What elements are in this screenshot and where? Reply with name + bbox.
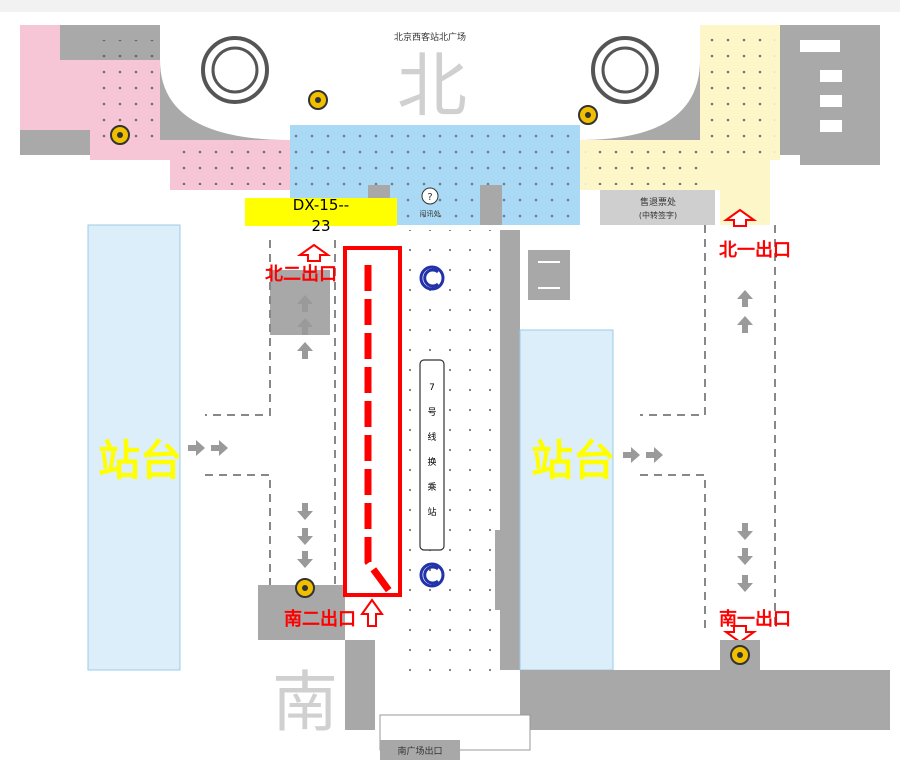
exit-south-two-label: 南二出口	[284, 608, 356, 630]
east-window-4	[820, 120, 842, 132]
ad-code: DX-15--	[293, 196, 349, 214]
top-plaza-label: 北京西客站北广场	[394, 31, 466, 43]
south-east-building	[520, 670, 890, 730]
inquiry-mark: ?	[427, 192, 432, 203]
south-plaza-exit-label: 南广场出口	[397, 745, 442, 757]
service-pin-icon	[578, 105, 598, 125]
ticket-office-label: 售退票处	[640, 196, 676, 208]
metro-char-3: 换	[427, 456, 436, 468]
exit-north-two-label: 北二出口	[265, 263, 337, 285]
top-strip	[0, 0, 900, 12]
east-block	[528, 250, 570, 300]
exit-north-two-arrow	[296, 243, 332, 262]
metro-transfer-box	[419, 359, 445, 551]
left-platform-label: 站台	[98, 436, 182, 485]
service-pin-icon	[308, 90, 328, 110]
right-round-pillar	[591, 36, 659, 104]
east-window-3	[820, 95, 842, 107]
passage-outlines	[205, 225, 776, 630]
pink-columns	[90, 40, 160, 140]
metro-logo-icon	[419, 562, 445, 588]
metro-char-2: 线	[427, 431, 436, 443]
pink-columns-lower	[170, 140, 285, 185]
exit-south-two-arrow	[360, 598, 384, 627]
ticket-office	[600, 190, 715, 225]
ad-code-line2: 23	[311, 217, 330, 235]
inquiry-label: 问讯处	[420, 209, 441, 218]
yellow-columns	[700, 35, 775, 155]
exit-north-one-arrow	[722, 208, 758, 227]
east-window-1	[800, 40, 840, 52]
route-box	[343, 246, 402, 597]
south-char: 南	[272, 664, 338, 741]
ticket-office-sub: (中转签字)	[639, 210, 677, 220]
exit-south-one-arrow	[722, 625, 758, 644]
right-platform-label: 站台	[531, 436, 615, 485]
metro-char-4: 乘	[427, 481, 436, 493]
direction-arrows	[188, 290, 753, 592]
exit-north-one-label: 北一出口	[719, 239, 791, 261]
right-platform	[519, 329, 614, 671]
metro-char-5: 站	[427, 506, 436, 518]
left-platform	[87, 224, 181, 671]
exit-south-one-label: 南一出口	[719, 608, 791, 630]
north-char: 北	[397, 45, 467, 127]
service-pin-icon	[295, 578, 315, 598]
service-pin-icon	[110, 125, 130, 145]
ad-highlight	[245, 198, 397, 226]
service-pin-icon	[730, 645, 750, 665]
metro-logo-icon	[419, 265, 445, 291]
left-round-pillar	[201, 36, 269, 104]
metro-char-1: 号	[427, 407, 436, 418]
ad-route-dashes	[364, 265, 393, 595]
hall-block-2	[480, 185, 502, 225]
inquiry-icon	[421, 187, 439, 205]
yellow-columns-lower	[585, 145, 705, 185]
metro-char-0: 7	[429, 383, 435, 393]
south-stair-left	[345, 640, 375, 730]
north-plaza	[160, 25, 700, 140]
east-window-2	[820, 70, 842, 82]
